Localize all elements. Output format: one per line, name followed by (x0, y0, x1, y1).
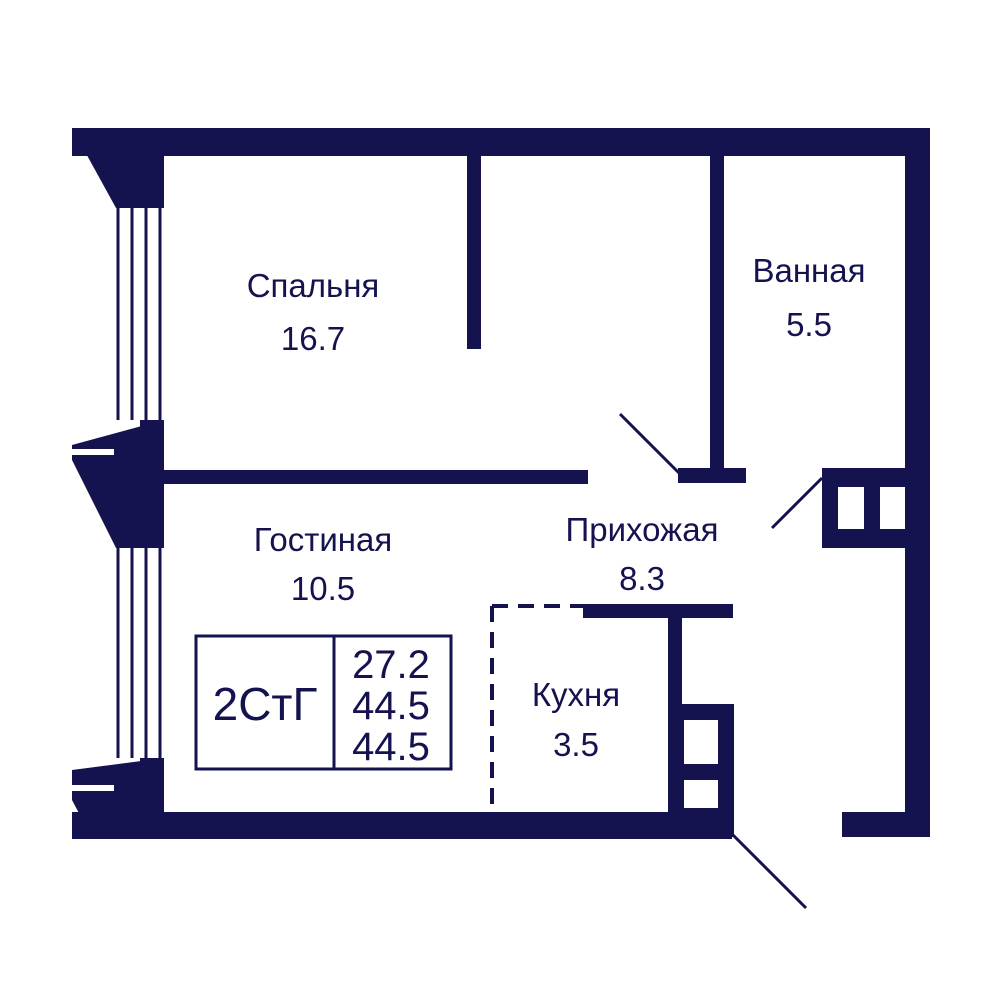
wall-left-corner-top (72, 128, 164, 208)
legend-value-3: 44.5 (352, 725, 430, 769)
wall-bedroom-living (164, 470, 588, 484)
room-bathroom-name: Ванная (752, 252, 865, 289)
door-balcony-swing (726, 828, 808, 910)
door-swings (618, 412, 824, 910)
room-bedroom-area: 16.7 (281, 320, 345, 357)
room-living-name: Гостиная (254, 521, 393, 558)
shaft-cutouts (684, 487, 905, 808)
door-bathroom-swing (618, 412, 682, 476)
door-entrance-swing (770, 476, 824, 530)
room-kitchen-area: 3.5 (553, 726, 599, 763)
legend-value-2: 44.5 (352, 684, 430, 728)
wall-bottom (72, 812, 732, 839)
room-hall-name: Прихожая (566, 511, 719, 548)
room-bathroom-area: 5.5 (786, 306, 832, 343)
kitchen-partition-dashed (490, 604, 583, 812)
wall-top (72, 128, 930, 156)
wall-left-corner-mid (72, 420, 164, 548)
legend-type: 2СтГ (213, 678, 318, 730)
wall-bedroom-stub (467, 156, 481, 349)
room-bedroom-name: Спальня (247, 267, 380, 304)
room-kitchen-name: Кухня (532, 676, 620, 713)
wall-hall-bottom (583, 604, 733, 618)
room-living-area: 10.5 (291, 570, 355, 607)
wall-left-corner-bottom (72, 758, 164, 838)
wall-bathroom-bottom-stub (678, 468, 746, 483)
room-hall-area: 8.3 (619, 560, 665, 597)
wall-right-bottom-stub (842, 812, 930, 837)
legend-value-1: 27.2 (352, 643, 430, 687)
wall-right-lower (905, 545, 930, 837)
sill-marks (72, 449, 114, 791)
windows (116, 208, 162, 758)
wall-bathroom-left (710, 156, 724, 483)
wall-right-upper (905, 128, 930, 483)
legend-box: 2СтГ 27.2 44.5 44.5 (194, 634, 453, 771)
